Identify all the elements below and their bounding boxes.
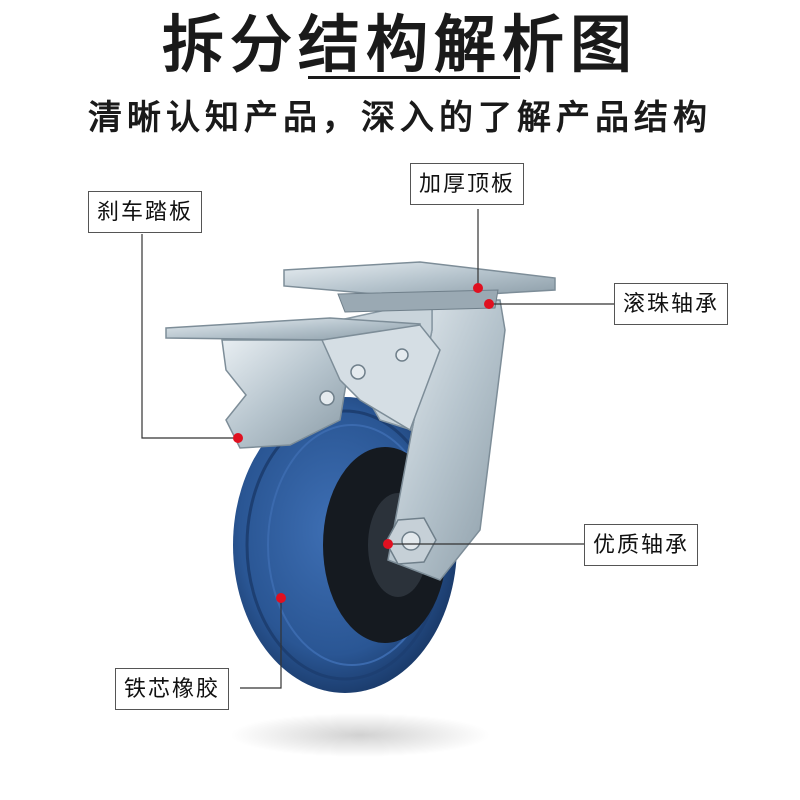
label-brake-pedal: 刹车踏板 — [88, 191, 203, 233]
brake-rivet-2 — [319, 390, 335, 406]
axle-bolt — [401, 531, 421, 551]
brake-rivet-1 — [350, 364, 366, 380]
brake-rivet-3 — [395, 348, 409, 362]
label-quality-bearing: 优质轴承 — [584, 524, 699, 566]
dot-quality-bearing — [383, 539, 393, 549]
page-subtitle: 清晰认知产品，深入的了解产品结构 — [88, 98, 712, 138]
marker-dots — [233, 283, 494, 603]
dot-ball-bearing — [484, 299, 494, 309]
page-title: 拆分结构解析图 — [161, 8, 638, 81]
floor-shadow — [230, 713, 490, 757]
label-iron-core-rubber: 铁芯橡胶 — [115, 668, 230, 710]
label-top-plate: 加厚顶板 — [410, 163, 525, 205]
top-plate — [283, 261, 556, 299]
dot-iron-core-rubber — [276, 593, 286, 603]
label-ball-bearing: 滚珠轴承 — [614, 283, 729, 325]
brake-lever — [320, 324, 441, 432]
swivel-raceway — [337, 289, 499, 313]
leader-brake-pedal — [141, 234, 238, 439]
dot-brake-pedal — [233, 433, 243, 443]
title-underline — [308, 76, 520, 79]
dot-top-plate — [473, 283, 483, 293]
leader-iron-core-rubber — [240, 598, 282, 689]
leader-lines — [141, 209, 616, 689]
